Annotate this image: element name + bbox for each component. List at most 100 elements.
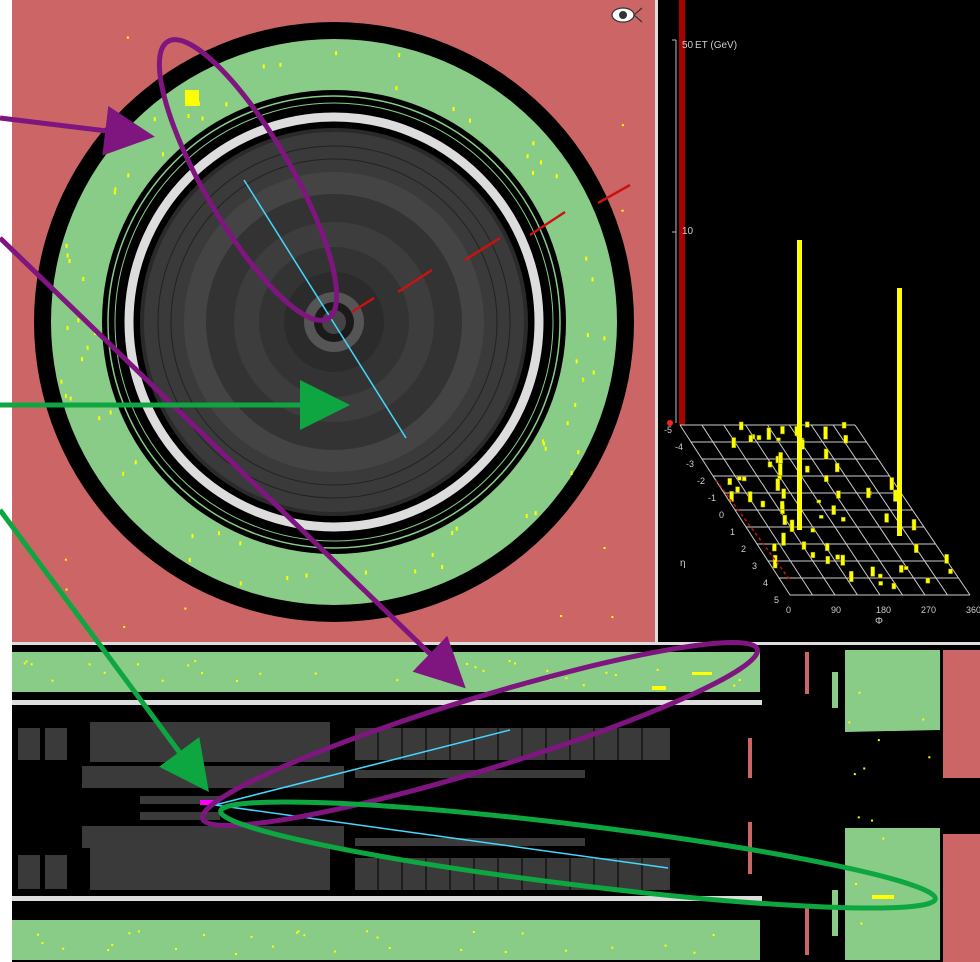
energy-tower — [801, 541, 807, 550]
calo-cell — [712, 934, 715, 937]
endcap-muon-bottom — [943, 834, 980, 962]
calo-cell — [460, 949, 463, 952]
calo-cell — [137, 930, 140, 933]
endcap-wheel — [832, 672, 838, 708]
calo-cell — [396, 679, 399, 682]
energy-tower — [843, 434, 848, 444]
eye-icon[interactable] — [611, 7, 643, 23]
energy-tower — [911, 519, 917, 531]
calo-cell — [41, 942, 44, 945]
endcap-calorimeter-top — [845, 650, 940, 732]
calo-cell — [614, 674, 617, 677]
energy-tower — [840, 554, 846, 566]
et-tick-label: 10 — [682, 226, 694, 237]
calo-cell — [279, 62, 282, 67]
calo-cell — [582, 377, 585, 382]
calo-cell — [364, 570, 367, 575]
energy-tower — [756, 435, 762, 441]
calo-cell — [51, 679, 54, 682]
calo-cell — [82, 277, 85, 282]
energy-tower — [878, 573, 883, 579]
calo-cell — [534, 511, 537, 516]
energy-tower — [834, 462, 840, 473]
calo-cell — [693, 951, 696, 954]
calo-cell — [333, 950, 336, 953]
eta-tick-label: -3 — [686, 459, 694, 469]
calo-cell — [664, 944, 667, 947]
et-tick-label: 50 — [682, 40, 694, 51]
calo-cell — [513, 662, 516, 665]
energy-tower — [893, 489, 898, 502]
energy-tower — [810, 552, 816, 559]
eta-tick-label: 2 — [741, 544, 746, 554]
energy-tower — [816, 499, 822, 504]
calo-cell — [201, 672, 204, 675]
rz-calorimeter-top — [12, 652, 760, 692]
phi-axis-label: Φ — [875, 616, 883, 627]
calo-cell — [127, 173, 130, 178]
calo-cell — [555, 174, 558, 179]
calo-cell — [582, 684, 585, 687]
calo-cell — [259, 672, 262, 675]
calo-cell — [250, 935, 253, 938]
energy-tower — [781, 488, 786, 499]
calo-cell — [187, 114, 190, 119]
green-ellipse-rz — [218, 799, 938, 911]
calo-cell — [566, 421, 569, 426]
jet-tower-1 — [797, 240, 802, 530]
calo-cell — [162, 152, 165, 157]
calo-cell — [544, 446, 547, 451]
energy-tower — [824, 542, 830, 552]
energy-tower — [781, 532, 786, 546]
calo-cell — [194, 660, 197, 663]
calo-cell — [218, 531, 221, 536]
calo-cell — [296, 931, 299, 934]
energy-tower — [889, 477, 895, 491]
calo-cell — [366, 930, 369, 933]
energy-tower — [747, 491, 753, 503]
calo-cluster — [692, 672, 712, 675]
muon-hit — [560, 615, 563, 618]
energy-tower — [948, 568, 953, 574]
energy-tower — [825, 556, 831, 565]
eta-tick-label: 4 — [763, 578, 768, 588]
calo-cell — [77, 318, 80, 323]
calo-cluster — [652, 686, 666, 690]
energy-tower — [748, 434, 754, 443]
muon-hit — [65, 588, 68, 591]
phi-tick-label: 270 — [921, 605, 936, 615]
calo-cell — [431, 552, 434, 557]
calo-cell — [508, 660, 511, 663]
lego-background — [655, 0, 980, 642]
calo-cell — [37, 933, 40, 936]
calo-cell — [395, 86, 398, 91]
lego-met-line — [715, 479, 791, 581]
calo-cell — [109, 410, 112, 415]
calo-cell — [455, 526, 458, 531]
calo-cell — [586, 333, 589, 338]
energy-tower — [738, 421, 744, 431]
calo-cell — [585, 256, 588, 261]
energy-tower — [779, 500, 785, 510]
eta-axis-label: η — [680, 558, 686, 569]
calo-cell — [388, 946, 391, 949]
purple-ellipse-xy — [156, 37, 340, 323]
energy-tower — [741, 476, 747, 482]
calo-cell — [314, 672, 317, 675]
inner-detector-blocks — [18, 722, 670, 890]
muon-hit — [611, 616, 614, 619]
calo-cell — [738, 679, 741, 682]
calo-cell — [577, 450, 580, 455]
xy-track — [243, 179, 407, 439]
muon-chamber — [748, 738, 752, 778]
energy-tower — [735, 486, 740, 493]
calo-cell — [451, 530, 454, 535]
calo-cell — [111, 943, 114, 946]
eta-tick-label: 3 — [752, 561, 757, 571]
endcap-cell — [871, 819, 874, 822]
energy-tower — [903, 566, 909, 570]
energy-tower — [737, 476, 742, 481]
energy-tower — [782, 514, 788, 525]
